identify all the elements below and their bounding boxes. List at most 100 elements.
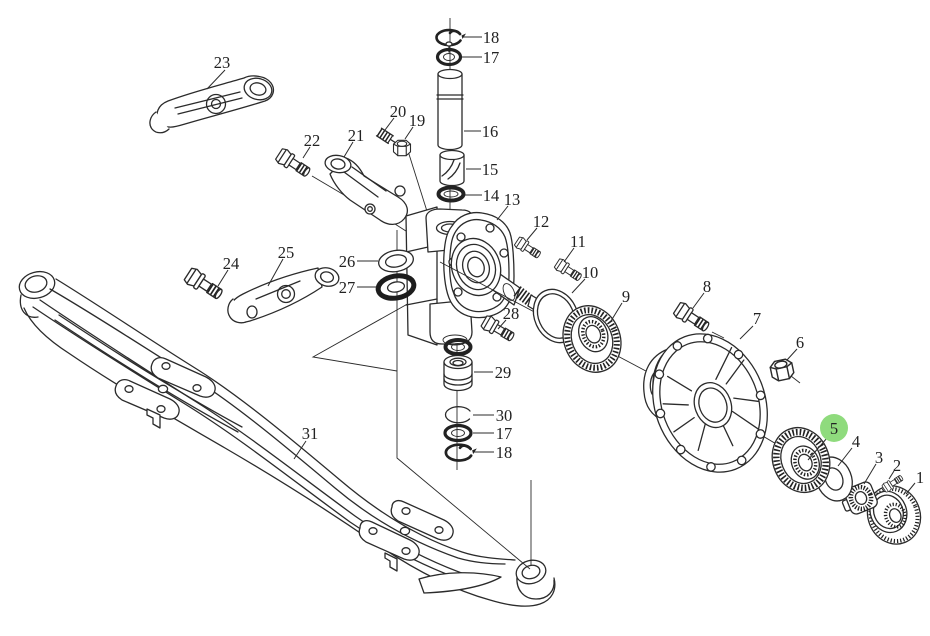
callout-21-upper-steering-arm[interactable]: 21 xyxy=(343,126,365,158)
callout-label-9[interactable]: 9 xyxy=(622,287,630,306)
callout-18-snap-ring-lower[interactable]: 18 xyxy=(474,443,512,462)
callout-label-30[interactable]: 30 xyxy=(496,406,513,425)
callout-label-1[interactable]: 1 xyxy=(916,468,924,487)
callout-28-bolt[interactable]: 28 xyxy=(497,304,520,330)
part-20-spring-pin xyxy=(375,127,396,145)
callout-label-10[interactable]: 10 xyxy=(582,263,599,282)
callout-label-25[interactable]: 25 xyxy=(278,243,295,262)
callout-label-21[interactable]: 21 xyxy=(348,126,365,145)
part-9-outer-wheel-bearing xyxy=(562,305,622,373)
callout-leader-line xyxy=(267,258,284,287)
part-11-bolt xyxy=(554,258,584,284)
callout-leader-line xyxy=(739,325,754,340)
callout-leader-line xyxy=(786,348,798,361)
callout-leader-line xyxy=(217,269,229,287)
callout-leader-line xyxy=(563,247,575,263)
callout-11-bolt[interactable]: 11 xyxy=(563,232,586,263)
part-13-steering-knuckle xyxy=(405,206,544,346)
callout-1-hub-cap[interactable]: 1 xyxy=(905,468,924,495)
callout-label-5[interactable]: 5 xyxy=(830,419,838,438)
callout-6-hex-nut[interactable]: 6 xyxy=(786,333,804,361)
callout-leader-line xyxy=(807,437,828,461)
callout-label-17[interactable]: 17 xyxy=(496,424,513,443)
callout-label-18[interactable]: 18 xyxy=(496,443,513,462)
callout-27-dust-seal[interactable]: 27 xyxy=(339,278,377,297)
part-17-cap-washer-upper xyxy=(435,41,463,67)
callout-9-outer-wheel-bearing[interactable]: 9 xyxy=(610,287,630,322)
part-7-wheel-hub xyxy=(643,333,768,473)
callout-label-19[interactable]: 19 xyxy=(409,111,426,130)
callout-30-seal-washer[interactable]: 30 xyxy=(473,406,512,425)
callout-label-12[interactable]: 12 xyxy=(533,212,550,231)
callout-31-front-axle-beam[interactable]: 31 xyxy=(293,424,319,460)
callout-16-kingpin[interactable]: 16 xyxy=(464,122,498,141)
callout-leader-line xyxy=(863,463,877,485)
callout-label-17[interactable]: 17 xyxy=(483,48,500,67)
callout-leader-line xyxy=(206,69,226,90)
part-12-bolt xyxy=(514,236,543,261)
callout-29-lower-bushing[interactable]: 29 xyxy=(474,363,511,382)
part-15-kingpin-bushing xyxy=(439,149,465,187)
callout-13-steering-knuckle[interactable]: 13 xyxy=(496,190,521,221)
callout-label-20[interactable]: 20 xyxy=(390,102,407,121)
part-23-steering-arm xyxy=(149,75,275,134)
callout-17-cap-washer-upper[interactable]: 17 xyxy=(462,48,499,67)
callout-leader-line xyxy=(571,278,586,294)
callout-17-cap-washer-lower[interactable]: 17 xyxy=(473,424,512,443)
callout-label-18[interactable]: 18 xyxy=(483,28,500,47)
callout-label-3[interactable]: 3 xyxy=(875,448,883,467)
callout-15-kingpin-bushing[interactable]: 15 xyxy=(466,160,498,179)
callout-20-spring-pin[interactable]: 20 xyxy=(384,102,407,131)
callout-label-16[interactable]: 16 xyxy=(482,122,499,141)
callout-26-thrust-washer[interactable]: 26 xyxy=(339,252,378,271)
callout-18-snap-ring-upper[interactable]: 18 xyxy=(463,28,499,47)
callout-label-11[interactable]: 11 xyxy=(570,232,586,251)
callout-leader-line xyxy=(293,440,307,460)
callout-3-lock-nut[interactable]: 3 xyxy=(863,448,883,485)
callout-label-31[interactable]: 31 xyxy=(302,424,319,443)
callout-label-29[interactable]: 29 xyxy=(495,363,512,382)
callout-8-wheel-stud[interactable]: 8 xyxy=(692,277,711,309)
callout-label-6[interactable]: 6 xyxy=(796,333,804,352)
callout-23-steering-arm[interactable]: 23 xyxy=(206,53,231,90)
callout-label-28[interactable]: 28 xyxy=(503,304,520,323)
callout-label-8[interactable]: 8 xyxy=(703,277,711,296)
callout-22-arm-bolt[interactable]: 22 xyxy=(302,131,321,159)
callout-leader-line xyxy=(302,146,311,159)
part-18-snap-ring-lower xyxy=(444,443,479,462)
callout-25-tie-rod-arm[interactable]: 25 xyxy=(267,243,295,287)
callout-label-24[interactable]: 24 xyxy=(223,254,240,273)
callout-leader-line xyxy=(404,126,414,140)
callout-label-7[interactable]: 7 xyxy=(753,309,761,328)
callout-label-26[interactable]: 26 xyxy=(339,252,356,271)
callout-24-arm-bolt[interactable]: 24 xyxy=(217,254,240,287)
callout-label-22[interactable]: 22 xyxy=(304,131,321,150)
part-21-upper-steering-arm xyxy=(324,154,409,226)
callout-label-4[interactable]: 4 xyxy=(852,432,860,451)
highlight-circle xyxy=(820,414,848,442)
callout-2-small-bolt[interactable]: 2 xyxy=(888,456,901,480)
callout-label-23[interactable]: 23 xyxy=(214,53,231,72)
callout-label-13[interactable]: 13 xyxy=(504,190,521,209)
part-31-front-axle-beam xyxy=(18,270,556,607)
part-16-kingpin xyxy=(436,68,464,151)
part-26-thrust-washer xyxy=(378,249,414,273)
callout-leader-line xyxy=(692,292,705,309)
callout-label-15[interactable]: 15 xyxy=(482,160,499,179)
part-6-hex-nut xyxy=(768,357,801,384)
callout-4-flat-washer[interactable]: 4 xyxy=(837,432,860,467)
callout-14-o-ring-upper[interactable]: 14 xyxy=(465,186,499,205)
callout-7-wheel-hub[interactable]: 7 xyxy=(739,309,761,340)
callout-label-27[interactable]: 27 xyxy=(339,278,356,297)
callout-12-bolt[interactable]: 12 xyxy=(526,212,550,241)
callout-10-seal-ring[interactable]: 10 xyxy=(571,263,599,294)
callout-5-inner-wheel-bearing[interactable]: 5 xyxy=(807,414,848,461)
callout-leader-line xyxy=(526,227,538,241)
callout-layer: 1234567891011121314151617181920212223242… xyxy=(206,28,924,495)
callout-label-2[interactable]: 2 xyxy=(893,456,901,475)
callout-leader-line xyxy=(837,447,853,467)
callout-19-small-nut[interactable]: 19 xyxy=(404,111,426,140)
callout-label-14[interactable]: 14 xyxy=(483,186,500,205)
